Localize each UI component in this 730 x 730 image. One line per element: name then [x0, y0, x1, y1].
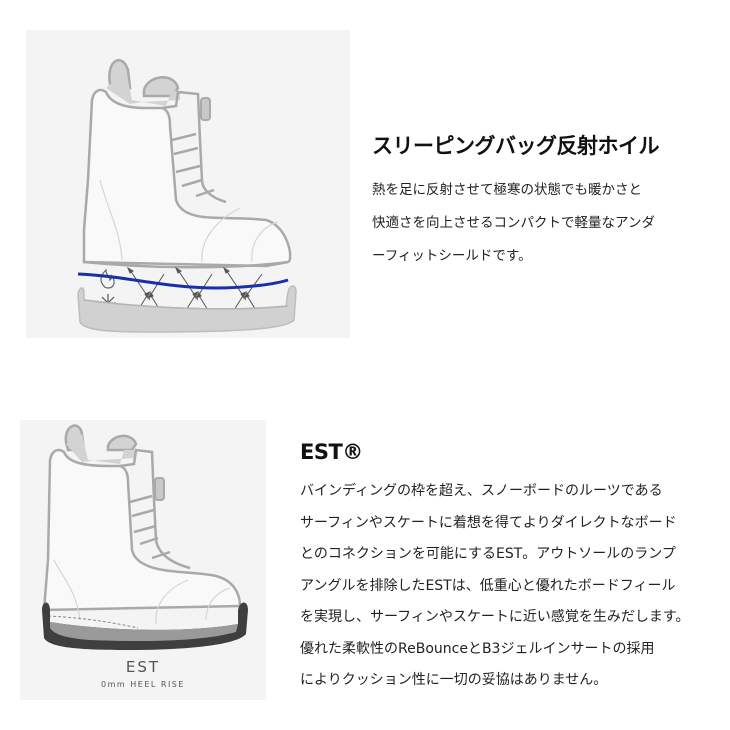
description-line: ーフィットシールドです。: [372, 248, 532, 264]
description-line: バインディングの枠を超え、スノーボードのルーツである: [300, 483, 663, 499]
heel-rise-caption: 0mm HEEL RISE: [101, 680, 185, 689]
description-line: を実現し、サーフィンやスケートに近い感覚を生みだします。: [300, 609, 690, 625]
reflective-foil-line: [77, 272, 289, 290]
est-illustration: EST 0mm HEEL RISE: [20, 420, 266, 700]
description-line: 快適さを向上させるコンパクトで軽量なアンダ: [372, 215, 655, 231]
sleeping-bag-foil-illustration: [26, 30, 350, 338]
description-line: アングルを排除したESTは、低重心と優れたボードフィール: [300, 577, 676, 594]
description-line: とのコネクションを可能にするEST。アウトソールのランプ: [300, 546, 676, 562]
est-title: EST®: [300, 440, 363, 464]
sleeping-bag-foil-description: 熱を足に反射させて極寒の状態でも暖かさと 快適さを向上させるコンパクトで軽量なア…: [372, 174, 655, 273]
description-line: 優れた柔軟性のReBounceとB3ジェルインサートの採用: [300, 640, 655, 657]
sleeping-bag-foil-title: スリーピングバッグ反射ホイル: [372, 134, 660, 158]
est-description: バインディングの枠を超え、スノーボードのルーツである サーフィンやスケートに着想…: [300, 476, 689, 697]
est-boot-diagram: [42, 424, 248, 650]
est-caption: EST: [125, 658, 161, 676]
description-line: によりクッション性に一切の妥協はありません。: [300, 672, 608, 688]
flame-icon: [100, 268, 115, 289]
boot-foil-diagram: [77, 58, 297, 333]
description-line: サーフィンやスケートに着想を得てよりダイレクトなボード: [300, 514, 677, 531]
description-line: 熱を足に反射させて極寒の状態でも暖かさと: [372, 182, 642, 198]
